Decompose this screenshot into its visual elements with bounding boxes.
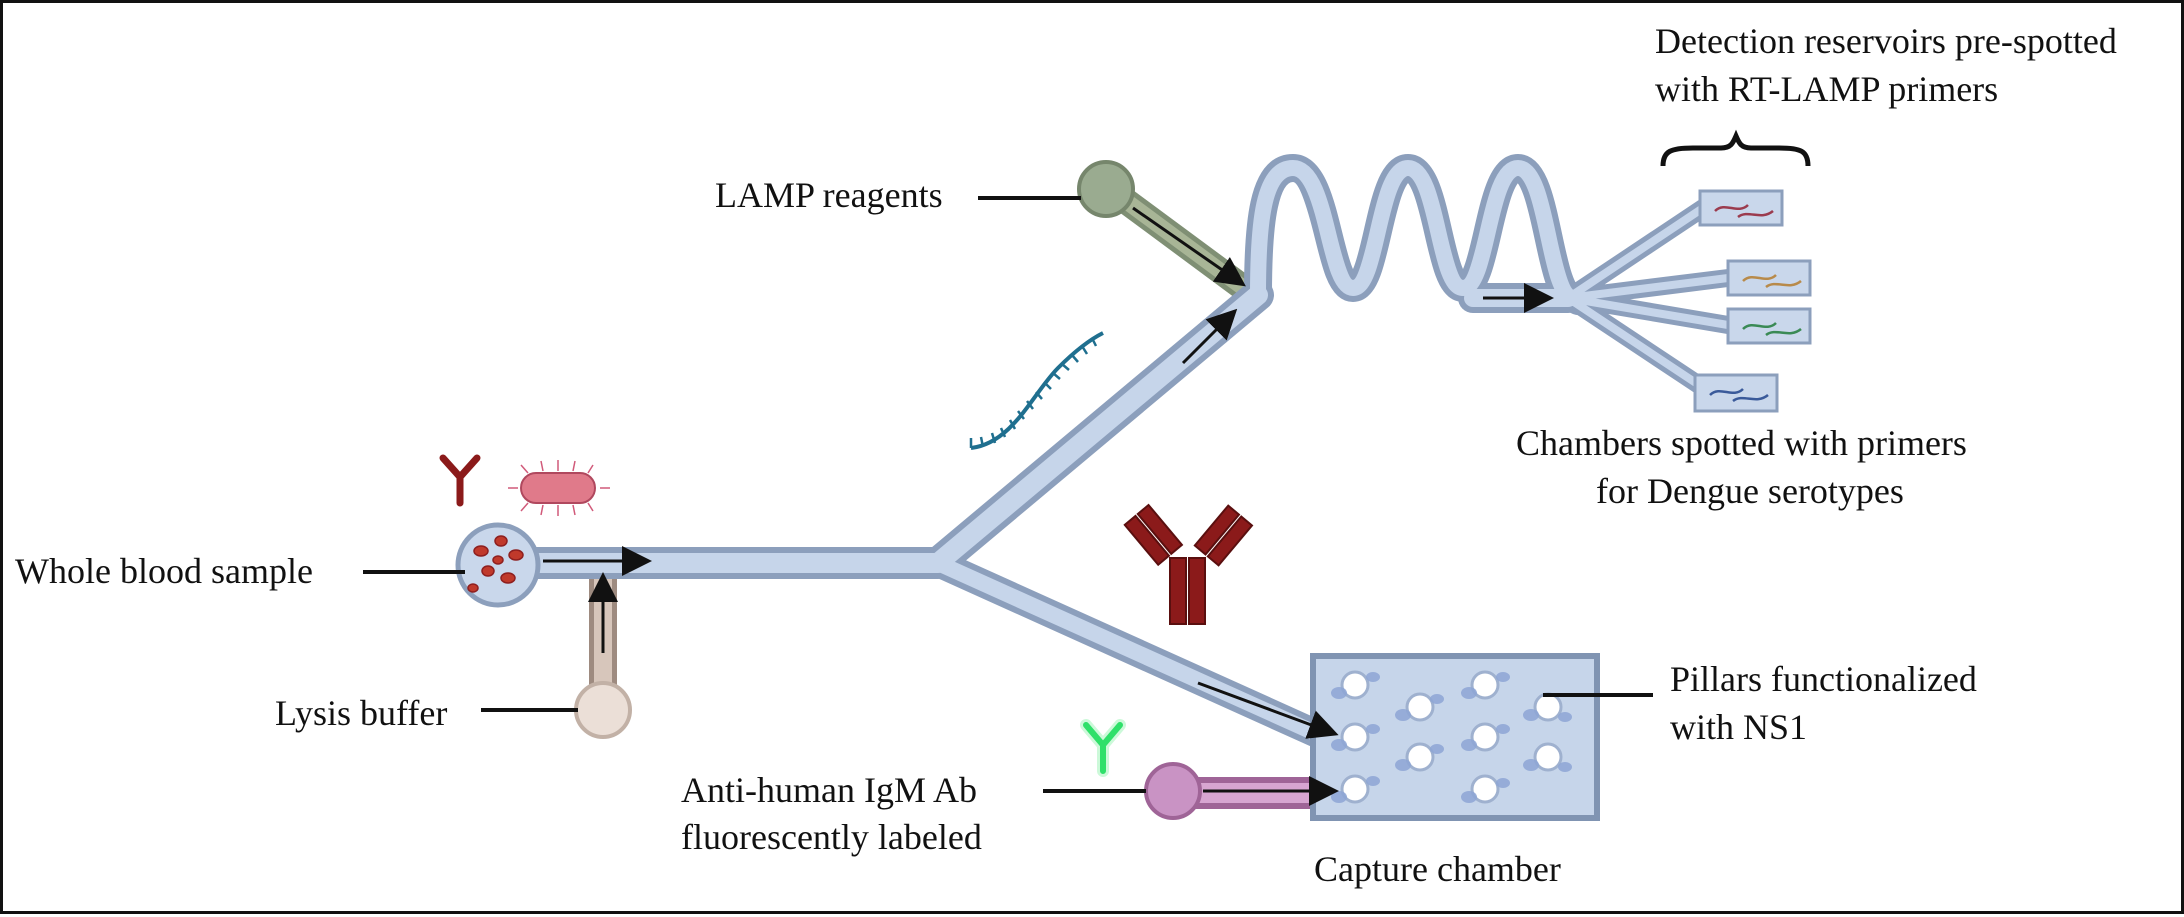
label-detection-line1: Detection reservoirs pre-spotted xyxy=(1655,21,2117,61)
microfluidic-diagram: Whole blood sample Lysis buffer LAMP rea… xyxy=(15,21,2117,889)
label-lysis-buffer: Lysis buffer xyxy=(275,693,447,733)
bacterium-icon xyxy=(508,460,610,516)
curly-brace-icon xyxy=(1660,129,1811,167)
lamp-reagents-inlet[interactable] xyxy=(1077,160,1135,218)
lysis-buffer-inlet[interactable] xyxy=(574,681,632,739)
label-lamp-reagents: LAMP reagents xyxy=(715,175,943,215)
detection-reservoir-1 xyxy=(1698,189,1784,227)
rna-strand-icon xyxy=(969,331,1104,450)
antibody-inlet[interactable] xyxy=(1144,762,1202,820)
label-pillars-line1: Pillars functionalized xyxy=(1670,659,1977,699)
arrow-icon xyxy=(543,206,1554,806)
leader-lines xyxy=(363,196,1653,793)
label-detection-line2: with RT-LAMP primers xyxy=(1655,69,1998,109)
sample-inlet[interactable] xyxy=(455,522,541,608)
detection-reservoir-2 xyxy=(1726,259,1812,297)
detection-reservoir-3 xyxy=(1726,307,1812,345)
capture-chamber xyxy=(1310,653,1600,821)
label-pillars-line2: with NS1 xyxy=(1670,707,1807,747)
label-whole-blood: Whole blood sample xyxy=(15,551,313,591)
pillars xyxy=(1340,670,1563,804)
label-antibody-line2: fluorescently labeled xyxy=(681,817,982,857)
label-chambers-line1: Chambers spotted with primers xyxy=(1516,423,1967,463)
blood-cells-icon xyxy=(467,535,524,593)
label-chambers-line2: for Dengue serotypes xyxy=(1596,471,1904,511)
label-antibody-line1: Anti-human IgM Ab xyxy=(681,770,977,810)
label-capture-chamber: Capture chamber xyxy=(1314,849,1561,889)
detection-reservoirs xyxy=(1693,189,1812,413)
detection-reservoir-4 xyxy=(1693,373,1779,413)
antibody-icon xyxy=(439,454,481,507)
antibody-icon xyxy=(1123,503,1254,625)
fluorescent-antibody-icon xyxy=(1080,719,1126,777)
